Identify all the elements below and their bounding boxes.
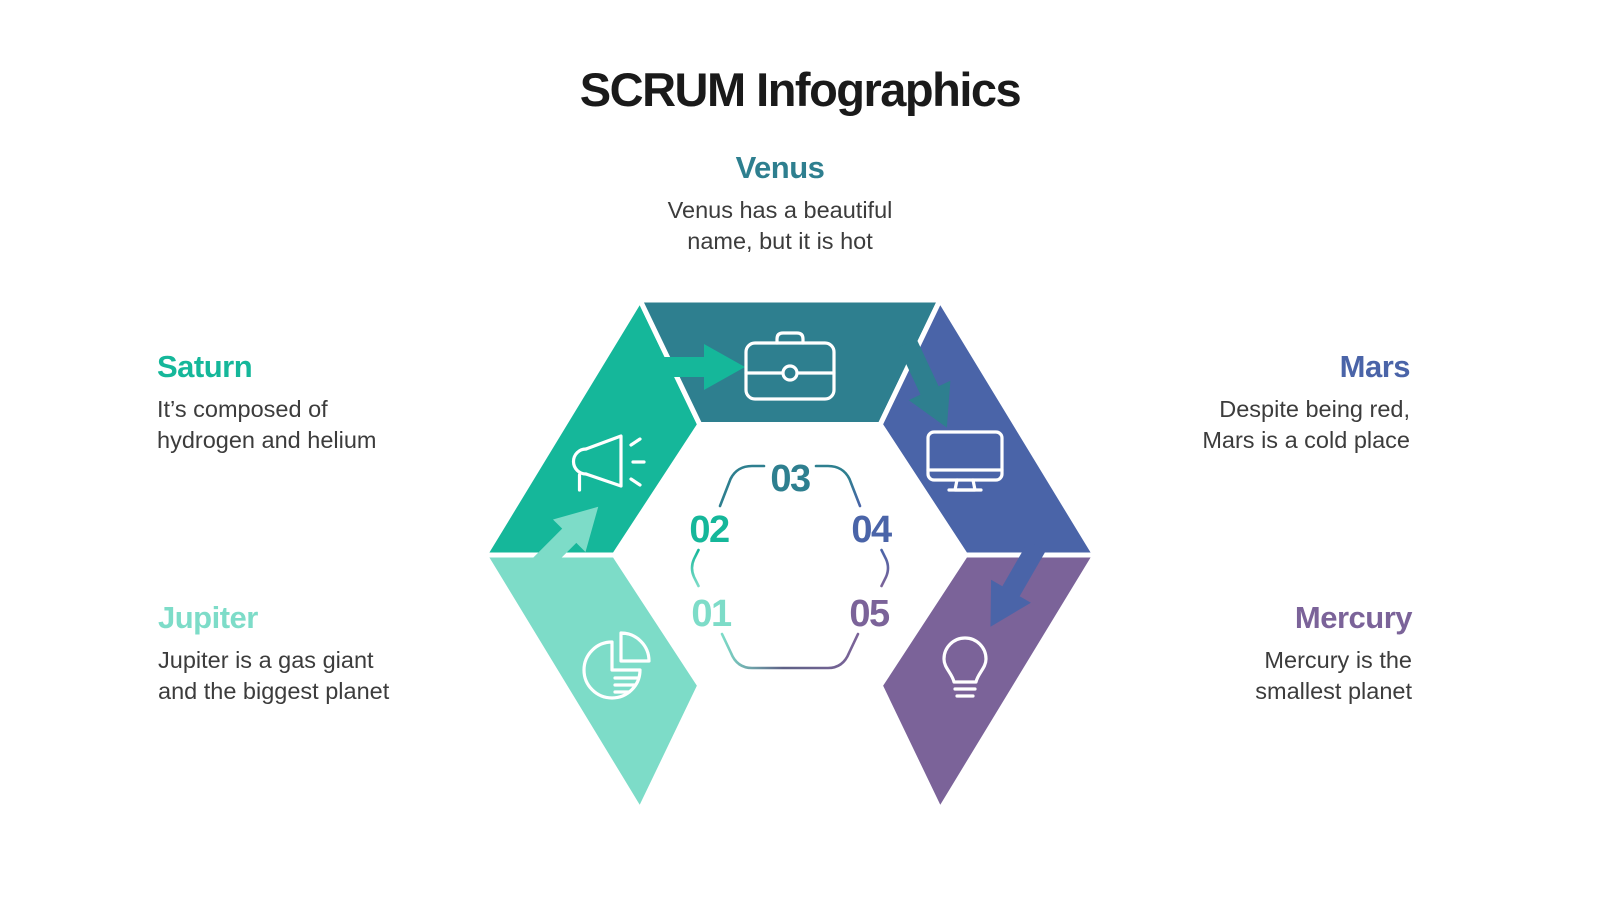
venus-desc-line2: name, but it is hot	[687, 228, 873, 254]
arrow-mars-to-mercury	[990, 541, 1046, 627]
step-number-04: 04	[851, 509, 892, 551]
lightbulb-icon	[942, 636, 988, 698]
jupiter-desc-line1: Jupiter is a gas giant	[158, 647, 374, 673]
mars-heading: Mars	[1339, 349, 1411, 384]
arrow-venus-to-mars	[898, 339, 951, 428]
saturn-heading: Saturn	[157, 349, 253, 384]
ring-right-bracket	[880, 548, 890, 588]
venus-desc-line1: Venus has a beautiful	[667, 197, 893, 223]
mercury-section: Mercury Mercury is the smallest planet	[1082, 600, 1412, 707]
pie-chart-icon	[582, 631, 651, 700]
ring-left-bracket	[690, 548, 700, 588]
mercury-desc-line1: Mercury is the	[1264, 647, 1412, 673]
saturn-desc-line1: It’s composed of	[157, 396, 328, 422]
step-number-05: 05	[849, 593, 890, 635]
center-hexagon	[612, 422, 968, 688]
step-ring	[690, 464, 890, 670]
step-number-01: 01	[691, 593, 732, 635]
arrow-jupiter-to-saturn	[525, 506, 599, 580]
jupiter-section: Jupiter Jupiter is a gas giant and the b…	[158, 600, 488, 707]
mercury-desc-line2: smallest planet	[1255, 678, 1412, 704]
mars-desc-line1: Despite being red,	[1219, 396, 1410, 422]
saturn-section: Saturn It’s composed of hydrogen and hel…	[157, 349, 487, 456]
saturn-desc-line2: hydrogen and helium	[157, 427, 377, 453]
step-number-03: 03	[770, 458, 810, 500]
venus-heading: Venus	[735, 150, 825, 185]
mars-section: Mars Despite being red, Mars is a cold p…	[1080, 349, 1410, 456]
ring-top-left	[718, 464, 766, 508]
arrow-saturn-to-venus	[652, 344, 745, 390]
step-number-02: 02	[689, 509, 729, 551]
briefcase-icon	[744, 331, 836, 401]
mercury-heading: Mercury	[1294, 600, 1413, 635]
venus-section: Venus Venus has a beautiful name, but it…	[530, 150, 1030, 257]
jupiter-desc-line2: and the biggest planet	[158, 678, 390, 704]
page-title: SCRUM Infographics	[579, 63, 1022, 116]
ring-top-right	[814, 464, 862, 508]
jupiter-heading: Jupiter	[158, 600, 258, 635]
ring-bottom	[720, 632, 860, 670]
monitor-icon	[926, 430, 1004, 492]
megaphone-icon	[571, 434, 646, 492]
mars-desc-line2: Mars is a cold place	[1202, 427, 1410, 453]
